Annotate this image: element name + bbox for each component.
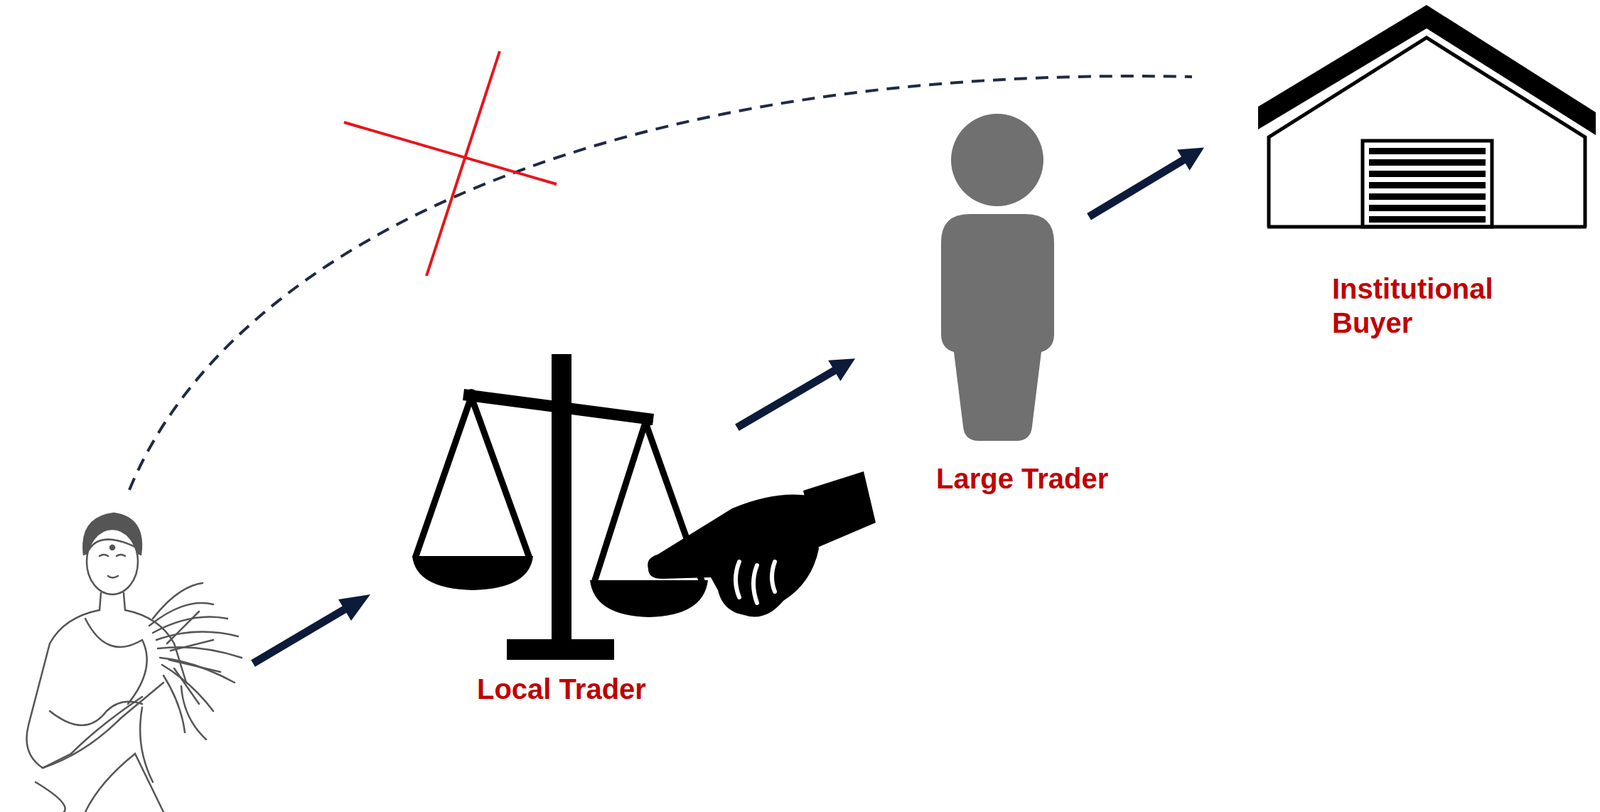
node-label: Institutional Buyer [1332, 271, 1503, 340]
large-trader-node: Large Trader [936, 106, 1060, 505]
blocked-cross [344, 51, 557, 276]
arrow-shaft [737, 368, 839, 428]
flow-arrow [253, 594, 371, 664]
arrow-head [828, 358, 856, 381]
arrow-shaft [1088, 157, 1188, 217]
node-label: Local Trader [476, 671, 647, 706]
pressing-hand [647, 471, 876, 617]
node-label: Large Trader [936, 461, 1109, 496]
scale-symbol [412, 353, 708, 660]
flow-arrow [1088, 147, 1205, 217]
warehouse-icon [1258, 4, 1596, 227]
bypass-route [129, 76, 1193, 490]
local-trader-node: Local Trader [408, 348, 715, 718]
person-icon [941, 113, 1055, 441]
flow-arrow [737, 358, 856, 428]
arrow-head [1177, 147, 1205, 171]
farmer-illustration [27, 513, 243, 812]
institutional-buyer-node: Institutional Buyer [1254, 0, 1600, 349]
